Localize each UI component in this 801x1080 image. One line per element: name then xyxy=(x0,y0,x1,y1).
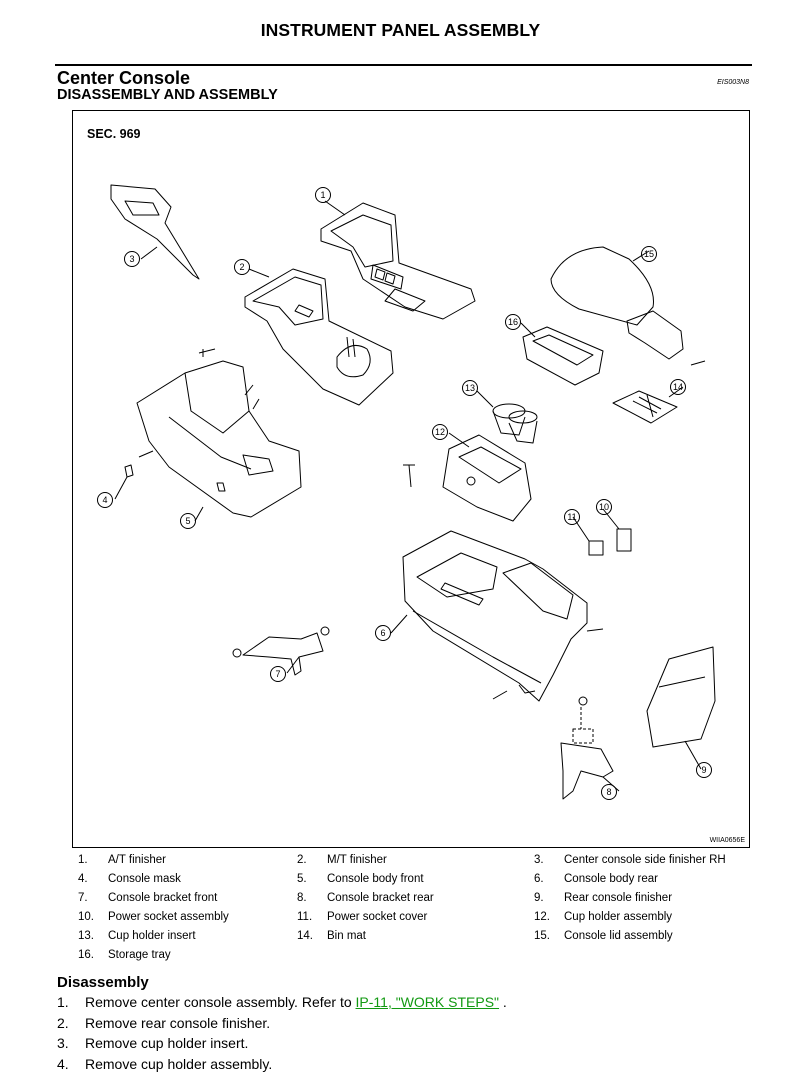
part-name: Power socket cover xyxy=(327,911,428,923)
part-name: Console lid assembly xyxy=(564,930,673,942)
callout-2: 2 xyxy=(239,262,244,272)
part-name: Console body front xyxy=(327,873,424,885)
header-rule xyxy=(55,64,752,66)
page-title: INSTRUMENT PANEL ASSEMBLY xyxy=(260,20,541,40)
part-a-t-finisher-drawing xyxy=(320,202,476,320)
callout-9: 9 xyxy=(701,765,706,775)
document-id: EIS003N8 xyxy=(717,79,749,86)
part-number: 7. xyxy=(78,892,88,904)
disassembly-step: 4. Remove cup holder assembly. xyxy=(57,1054,272,1074)
part-rear-console-finisher-drawing xyxy=(646,646,716,748)
step-number: 2. xyxy=(57,1015,69,1031)
part-console-lid-drawing xyxy=(550,246,684,360)
part-number: 4. xyxy=(78,873,88,885)
callout-3: 3 xyxy=(129,254,134,264)
part-name: A/T finisher xyxy=(108,854,166,866)
callout-12: 12 xyxy=(435,427,445,437)
part-power-socket-drawing xyxy=(588,528,632,556)
part-number: 6. xyxy=(534,873,544,885)
part-name: Rear console finisher xyxy=(564,892,673,904)
part-cup-holder-insert-drawing xyxy=(492,403,538,444)
callout-4: 4 xyxy=(102,495,107,505)
part-console-body-rear-drawing xyxy=(402,530,588,702)
part-name: Console body rear xyxy=(564,873,658,885)
part-console-body-front-drawing xyxy=(136,360,302,518)
exploded-view-figure: SEC. 969 WIIA0656E xyxy=(72,110,750,848)
callout-7: 7 xyxy=(275,669,280,679)
step-number: 4. xyxy=(57,1056,69,1072)
part-name: Console mask xyxy=(108,873,181,885)
callout-14: 14 xyxy=(673,382,683,392)
part-m-t-finisher-drawing xyxy=(244,268,394,406)
callout-numbers: 1 2 3 4 5 6 7 8 9 10 11 12 13 14 15 16 xyxy=(102,190,706,797)
part-number: 11. xyxy=(297,911,313,923)
part-number: 14. xyxy=(297,930,313,942)
section-label: SEC. 969 xyxy=(87,127,141,141)
part-number: 9. xyxy=(534,892,544,904)
part-name: Console bracket rear xyxy=(327,892,434,904)
part-name: Storage tray xyxy=(108,949,171,961)
callout-circles xyxy=(97,187,712,800)
part-name: M/T finisher xyxy=(327,854,387,866)
callout-leaders xyxy=(114,200,702,792)
disassembly-step: 2. Remove rear console finisher. xyxy=(57,1013,270,1033)
part-number: 5. xyxy=(297,873,307,885)
part-number: 8. xyxy=(297,892,307,904)
step-text: Remove center console assembly. Refer to xyxy=(85,994,356,1010)
callout-15: 15 xyxy=(644,249,654,259)
subsection-title: DISASSEMBLY AND ASSEMBLY xyxy=(57,87,278,103)
callout-11: 11 xyxy=(567,512,576,522)
callout-8: 8 xyxy=(606,787,611,797)
part-name: Power socket assembly xyxy=(108,911,229,923)
part-name: Cup holder assembly xyxy=(564,911,673,923)
callout-5: 5 xyxy=(185,516,190,526)
callout-1: 1 xyxy=(320,190,325,200)
part-number: 1. xyxy=(78,854,88,866)
part-name: Bin mat xyxy=(327,930,366,942)
callout-6: 6 xyxy=(380,628,385,638)
part-console-mask-drawing xyxy=(124,464,134,478)
part-bin-mat-drawing xyxy=(612,390,678,424)
step-text-end: . xyxy=(499,994,507,1010)
part-name: Cup holder insert xyxy=(108,930,196,942)
step-text: Remove rear console finisher. xyxy=(85,1015,271,1031)
step-number: 1. xyxy=(57,994,69,1010)
step-number: 3. xyxy=(57,1035,69,1051)
part-cup-holder-assembly-drawing xyxy=(442,434,532,522)
step-text: Remove cup holder insert. xyxy=(85,1035,249,1051)
disassembly-step: 1. Remove center console assembly. Refer … xyxy=(57,992,507,1012)
part-number: 15. xyxy=(534,930,550,942)
callout-16: 16 xyxy=(508,317,518,327)
part-number: 10. xyxy=(78,911,94,923)
disassembly-title: Disassembly xyxy=(57,974,149,991)
exploded-view-drawing: 1 2 3 4 5 6 7 8 9 10 11 12 13 14 15 16 xyxy=(97,184,716,800)
callout-13: 13 xyxy=(465,383,475,393)
figure-code: WIIA0656E xyxy=(709,837,745,844)
part-side-finisher-drawing xyxy=(110,184,200,280)
part-number: 12. xyxy=(534,911,550,923)
section-title: Center Console xyxy=(57,68,191,88)
part-number: 3. xyxy=(534,854,544,866)
part-storage-tray-drawing xyxy=(522,326,604,386)
callout-10: 10 xyxy=(599,502,609,512)
part-number: 16. xyxy=(78,949,94,961)
part-name: Console bracket front xyxy=(108,892,218,904)
part-name: Center console side finisher RH xyxy=(564,854,726,866)
part-number: 2. xyxy=(297,854,307,866)
step-text: Remove cup holder assembly. xyxy=(85,1056,273,1072)
disassembly-step: 3. Remove cup holder insert. xyxy=(57,1033,248,1053)
work-steps-reference-link[interactable]: IP-11, "WORK STEPS" xyxy=(355,994,500,1010)
screws xyxy=(138,348,706,700)
part-console-bracket-rear-drawing xyxy=(560,696,614,800)
part-number: 13. xyxy=(78,930,94,942)
part-console-bracket-front-drawing xyxy=(232,626,330,676)
